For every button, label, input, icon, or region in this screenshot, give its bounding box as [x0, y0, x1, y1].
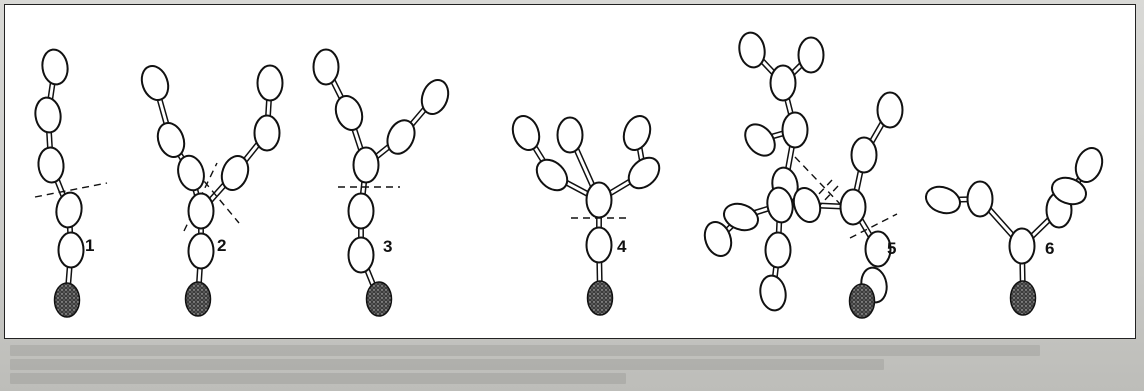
diagram-3: 3	[312, 48, 450, 317]
diagram-label-6: 6	[1045, 239, 1054, 258]
diagram-label-2: 2	[217, 236, 226, 255]
bleed-through-text	[10, 342, 1130, 388]
anchor-bead	[1009, 280, 1037, 316]
branching-diagram: 1 2 3 4 5 6	[34, 31, 1104, 319]
diagram-label-4: 4	[617, 237, 627, 256]
diagram-4: 4	[511, 115, 661, 316]
anchor-bead	[53, 282, 81, 318]
diagram-6: 6	[925, 147, 1104, 316]
anchor-bead	[848, 283, 876, 319]
anchor-bead	[586, 280, 614, 316]
diagram-5: 5	[703, 31, 904, 319]
anchor-bead	[365, 281, 393, 317]
figure-panel: 1 2 3 4 5 6	[4, 4, 1136, 339]
diagram-label-5: 5	[887, 239, 896, 258]
diagram-1: 1	[34, 48, 108, 318]
diagram-label-3: 3	[383, 237, 392, 256]
anchor-bead	[184, 281, 212, 317]
diagram-label-1: 1	[85, 236, 94, 255]
diagram-2: 2	[140, 64, 284, 317]
